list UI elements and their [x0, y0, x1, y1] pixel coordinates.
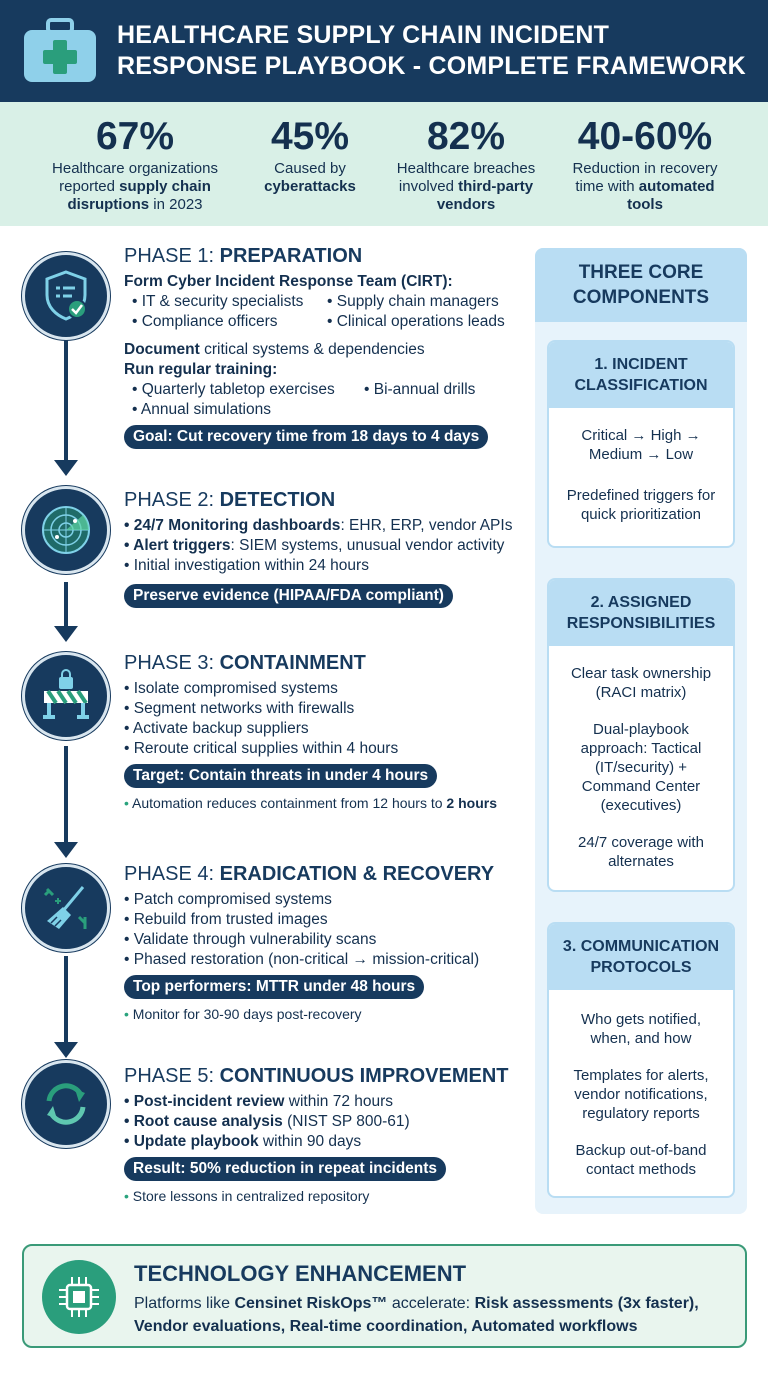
bullet-item: • Isolate compromised systems [124, 680, 338, 697]
bullet-item: • Patch compromised systems [124, 891, 332, 908]
phase-4-node [22, 864, 110, 952]
timeline-arrow [54, 1042, 78, 1058]
barrier-lock-icon [43, 669, 89, 719]
phase-5-title: PHASE 5: CONTINUOUS IMPROVEMENT [124, 1065, 509, 1087]
phase-5-section: PHASE 5: CONTINUOUS IMPROVEMENT • Post-i… [124, 1064, 529, 1205]
phase-3-section: PHASE 3: CONTAINMENT • Isolate compromis… [124, 651, 529, 812]
refresh-cycle-icon [46, 1083, 86, 1125]
stat-value: 45% [270, 115, 350, 158]
stat-text: Reduction in recovery time with automate… [572, 160, 718, 213]
phase-1-section: PHASE 1: PREPARATION Form Cyber Incident… [124, 244, 529, 449]
timeline-connector [64, 582, 68, 626]
training-row: • Quarterly tabletop exercises• Bi-annua… [132, 381, 476, 398]
stat-item: 82% Healthcare breaches involved third-p… [386, 114, 546, 214]
bullet-item: • Root cause analysis (NIST SP 800-61) [124, 1113, 410, 1130]
broom-tools-icon [43, 886, 87, 929]
phase-2-node [22, 486, 110, 574]
communication-protocols-card: 3. COMMUNICATION PROTOCOLS Who gets noti… [547, 922, 735, 1198]
page-title: HEALTHCARE SUPPLY CHAIN INCIDENT RESPONS… [117, 20, 757, 82]
card-text: Who gets notified,when, and how [580, 1011, 702, 1047]
team-row: • IT & security specialists• Supply chai… [132, 293, 499, 310]
chip-icon-badge [42, 1260, 116, 1334]
bullet-item: • Post-incident review within 72 hours [124, 1093, 394, 1110]
bullet-item: • Validate through vulnerability scans [124, 931, 377, 948]
phase-3-target-pill: Target: Contain threats in under 4 hours [124, 764, 438, 788]
stat-item: 67% Healthcare organizations reported su… [36, 114, 234, 214]
bullet-item: • Rebuild from trusted images [124, 911, 328, 928]
timeline-connector [64, 338, 68, 460]
phase-1-goal-pill: Goal: Cut recovery time from 18 days to … [124, 425, 489, 449]
training-heading: Run regular training: [124, 361, 278, 378]
card-heading: 3. COMMUNICATION PROTOCOLS [549, 924, 733, 990]
timeline-connector [64, 746, 68, 842]
medical-kit-icon [24, 18, 96, 82]
document-line: Document critical systems & dependencies [124, 341, 425, 358]
card-heading: 1. INCIDENT CLASSIFICATION [549, 342, 733, 408]
card-heading: 2. ASSIGNED RESPONSIBILITIES [549, 580, 733, 646]
stats-band: 67% Healthcare organizations reported su… [0, 102, 768, 226]
phase-4-note: • Monitor for 30-90 days post-recovery [124, 1006, 362, 1022]
phase-5-result-pill: Result: 50% reduction in repeat incident… [124, 1157, 447, 1181]
cirt-heading: Form Cyber Incident Response Team (CIRT)… [124, 273, 453, 290]
stat-item: 40-60% Reduction in recovery time with a… [560, 114, 730, 214]
stat-text: Healthcare breaches involved third-party… [396, 160, 536, 213]
phase-3-node [22, 652, 110, 740]
phase-1-node [22, 252, 110, 340]
incident-classification-card: 1. INCIDENT CLASSIFICATION Critical → Hi… [547, 340, 735, 548]
phase-3-note: • Automation reduces containment from 12… [124, 795, 497, 811]
core-components-title: THREE CORE COMPONENTS [535, 248, 747, 322]
assigned-responsibilities-card: 2. ASSIGNED RESPONSIBILITIES Clear task … [547, 578, 735, 892]
training-row: • Annual simulations [132, 401, 271, 418]
bullet-item: • Update playbook within 90 days [124, 1133, 362, 1150]
header-banner: HEALTHCARE SUPPLY CHAIN INCIDENT RESPONS… [0, 0, 768, 102]
footer-body: Platforms like Censinet RiskOps™ acceler… [134, 1295, 699, 1335]
phase-4-section: PHASE 4: ERADICATION & RECOVERY • Patch … [124, 862, 529, 1023]
bullet-item: • Phased restoration (non-critical → mis… [124, 951, 480, 968]
timeline-connector [64, 956, 68, 1042]
chip-icon [59, 1277, 99, 1317]
stat-item: 45% Caused by cyberattacks [250, 114, 370, 196]
phase-2-pill: Preserve evidence (HIPAA/FDA compliant) [124, 584, 453, 608]
stat-value: 67% [95, 115, 175, 158]
title-line-1: HEALTHCARE SUPPLY CHAIN INCIDENT [117, 21, 610, 49]
phase-1-title: PHASE 1: PREPARATION [124, 245, 363, 267]
radar-icon [42, 506, 90, 554]
card-text: Templates for alerts,vendor notification… [573, 1067, 709, 1122]
timeline-arrow [54, 842, 78, 858]
phase-5-node [22, 1060, 110, 1148]
stat-value: 40-60% [577, 115, 713, 158]
phase-5-note: • Store lessons in centralized repositor… [124, 1188, 370, 1204]
phase-2-section: PHASE 2: DETECTION • 24/7 Monitoring das… [124, 488, 529, 608]
footer-title: TECHNOLOGY ENHANCEMENT [134, 1261, 467, 1286]
phase-3-title: PHASE 3: CONTAINMENT [124, 652, 366, 674]
phase-4-pill: Top performers: MTTR under 48 hours [124, 975, 425, 999]
bullet-item: • Reroute critical supplies within 4 hou… [124, 740, 399, 757]
bullet-item: • 24/7 Monitoring dashboards: EHR, ERP, … [124, 517, 513, 534]
timeline-arrow [54, 460, 78, 476]
card-text: Critical → High →Medium → Low [581, 427, 701, 463]
shield-checklist-icon [45, 270, 87, 321]
phase-4-title: PHASE 4: ERADICATION & RECOVERY [124, 863, 495, 885]
team-row: • Compliance officers• Clinical operatio… [132, 313, 505, 330]
bullet-item: • Alert triggers: SIEM systems, unusual … [124, 537, 505, 554]
bullet-item: • Segment networks with firewalls [124, 700, 355, 717]
technology-enhancement-box: TECHNOLOGY ENHANCEMENT Platforms like Ce… [22, 1244, 747, 1348]
bullet-item: • Initial investigation within 24 hours [124, 557, 369, 574]
stat-text: Caused by cyberattacks [264, 160, 356, 195]
phase-2-title: PHASE 2: DETECTION [124, 489, 336, 511]
bullet-item: • Activate backup suppliers [124, 720, 309, 737]
stat-value: 82% [426, 115, 506, 158]
card-text: Clear task ownership(RACI matrix) [570, 665, 712, 701]
timeline-arrow [54, 626, 78, 642]
title-line-2: RESPONSE PLAYBOOK - COMPLETE FRAMEWORK [117, 52, 746, 80]
stat-text: Healthcare organizations reported supply… [52, 160, 218, 213]
